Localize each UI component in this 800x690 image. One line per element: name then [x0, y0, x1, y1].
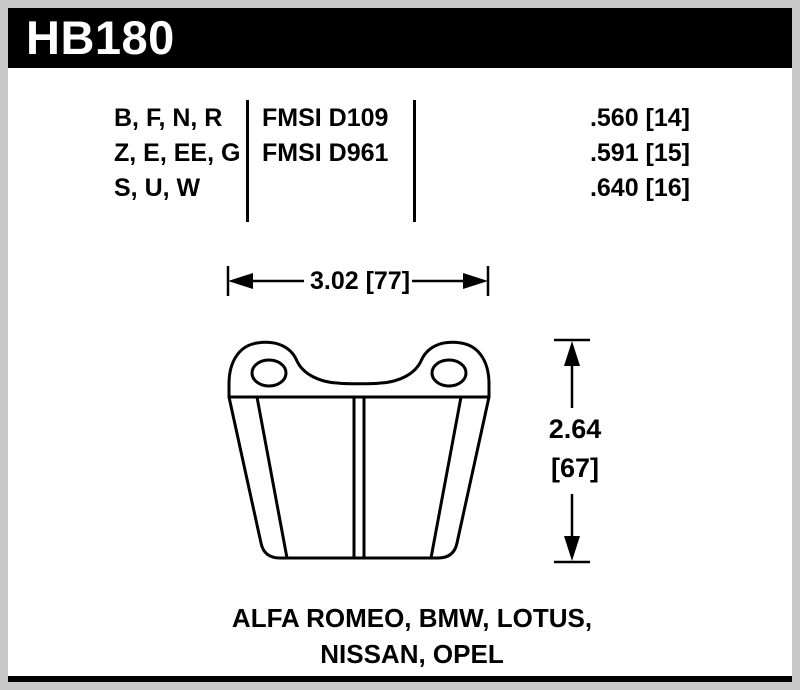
- pad-thickness: .640 [16]: [589, 174, 690, 202]
- pad-thickness: .560 [14]: [589, 104, 690, 132]
- height-dimension-arrow: [554, 338, 590, 564]
- fmsi-number: FMSI D109: [262, 104, 389, 132]
- header-bar: HB180: [8, 8, 792, 68]
- table-divider: [413, 100, 416, 222]
- height-dimension-value: 2.64: [548, 414, 602, 444]
- fmsi-number: FMSI D961: [262, 139, 389, 167]
- height-dimension-bracket: [67]: [550, 453, 599, 483]
- brake-pad-drawing: [227, 340, 491, 560]
- compound-codes-row: S, U, W: [114, 174, 201, 202]
- compound-codes-row: Z, E, EE, G: [114, 139, 241, 167]
- pad-thickness: .591 [15]: [589, 139, 690, 167]
- application-line: ALFA ROMEO, BMW, LOTUS,: [231, 603, 593, 633]
- part-number: HB180: [26, 11, 175, 64]
- application-line: NISSAN, OPEL: [320, 639, 504, 669]
- table-divider: [246, 100, 249, 222]
- width-dimension-label: 3.02 [77]: [309, 267, 411, 295]
- compound-codes-row: B, F, N, R: [114, 104, 223, 132]
- sheet-background: [8, 8, 792, 682]
- width-dimension-arrow: [226, 266, 490, 296]
- footer-bar: [8, 676, 792, 682]
